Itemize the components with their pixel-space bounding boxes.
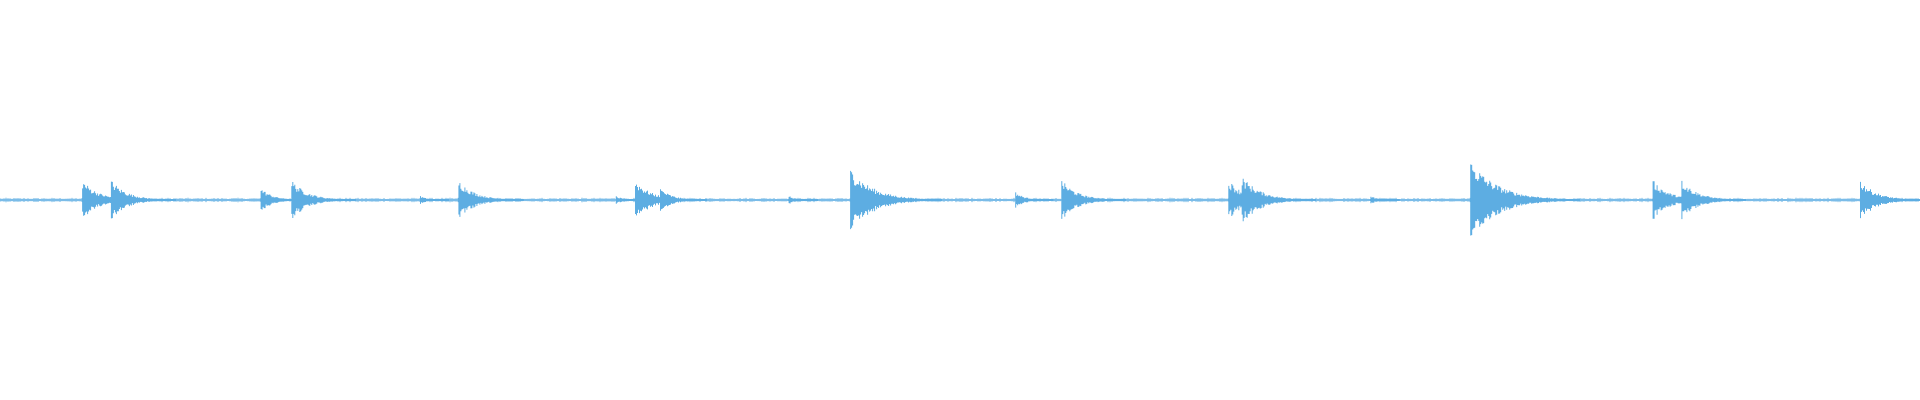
waveform-bursts — [0, 164, 1920, 236]
waveform-burst-5 — [458, 183, 524, 217]
waveform-burst-19 — [1860, 181, 1920, 219]
waveform-burst-10 — [850, 170, 943, 230]
waveform-burst-8 — [660, 189, 707, 211]
waveform-burst-14 — [1241, 178, 1316, 222]
waveform-burst-12 — [1061, 181, 1127, 219]
waveform-burst-18 — [1681, 180, 1747, 220]
waveform-burst-11 — [1015, 192, 1054, 208]
waveform-burst-9 — [788, 196, 818, 204]
waveform-burst-16 — [1470, 164, 1581, 236]
waveform-burst-4 — [420, 196, 449, 204]
waveform-burst-15 — [1370, 196, 1400, 204]
waveform-burst-1 — [110, 181, 176, 219]
waveform-burst-3 — [291, 182, 357, 218]
